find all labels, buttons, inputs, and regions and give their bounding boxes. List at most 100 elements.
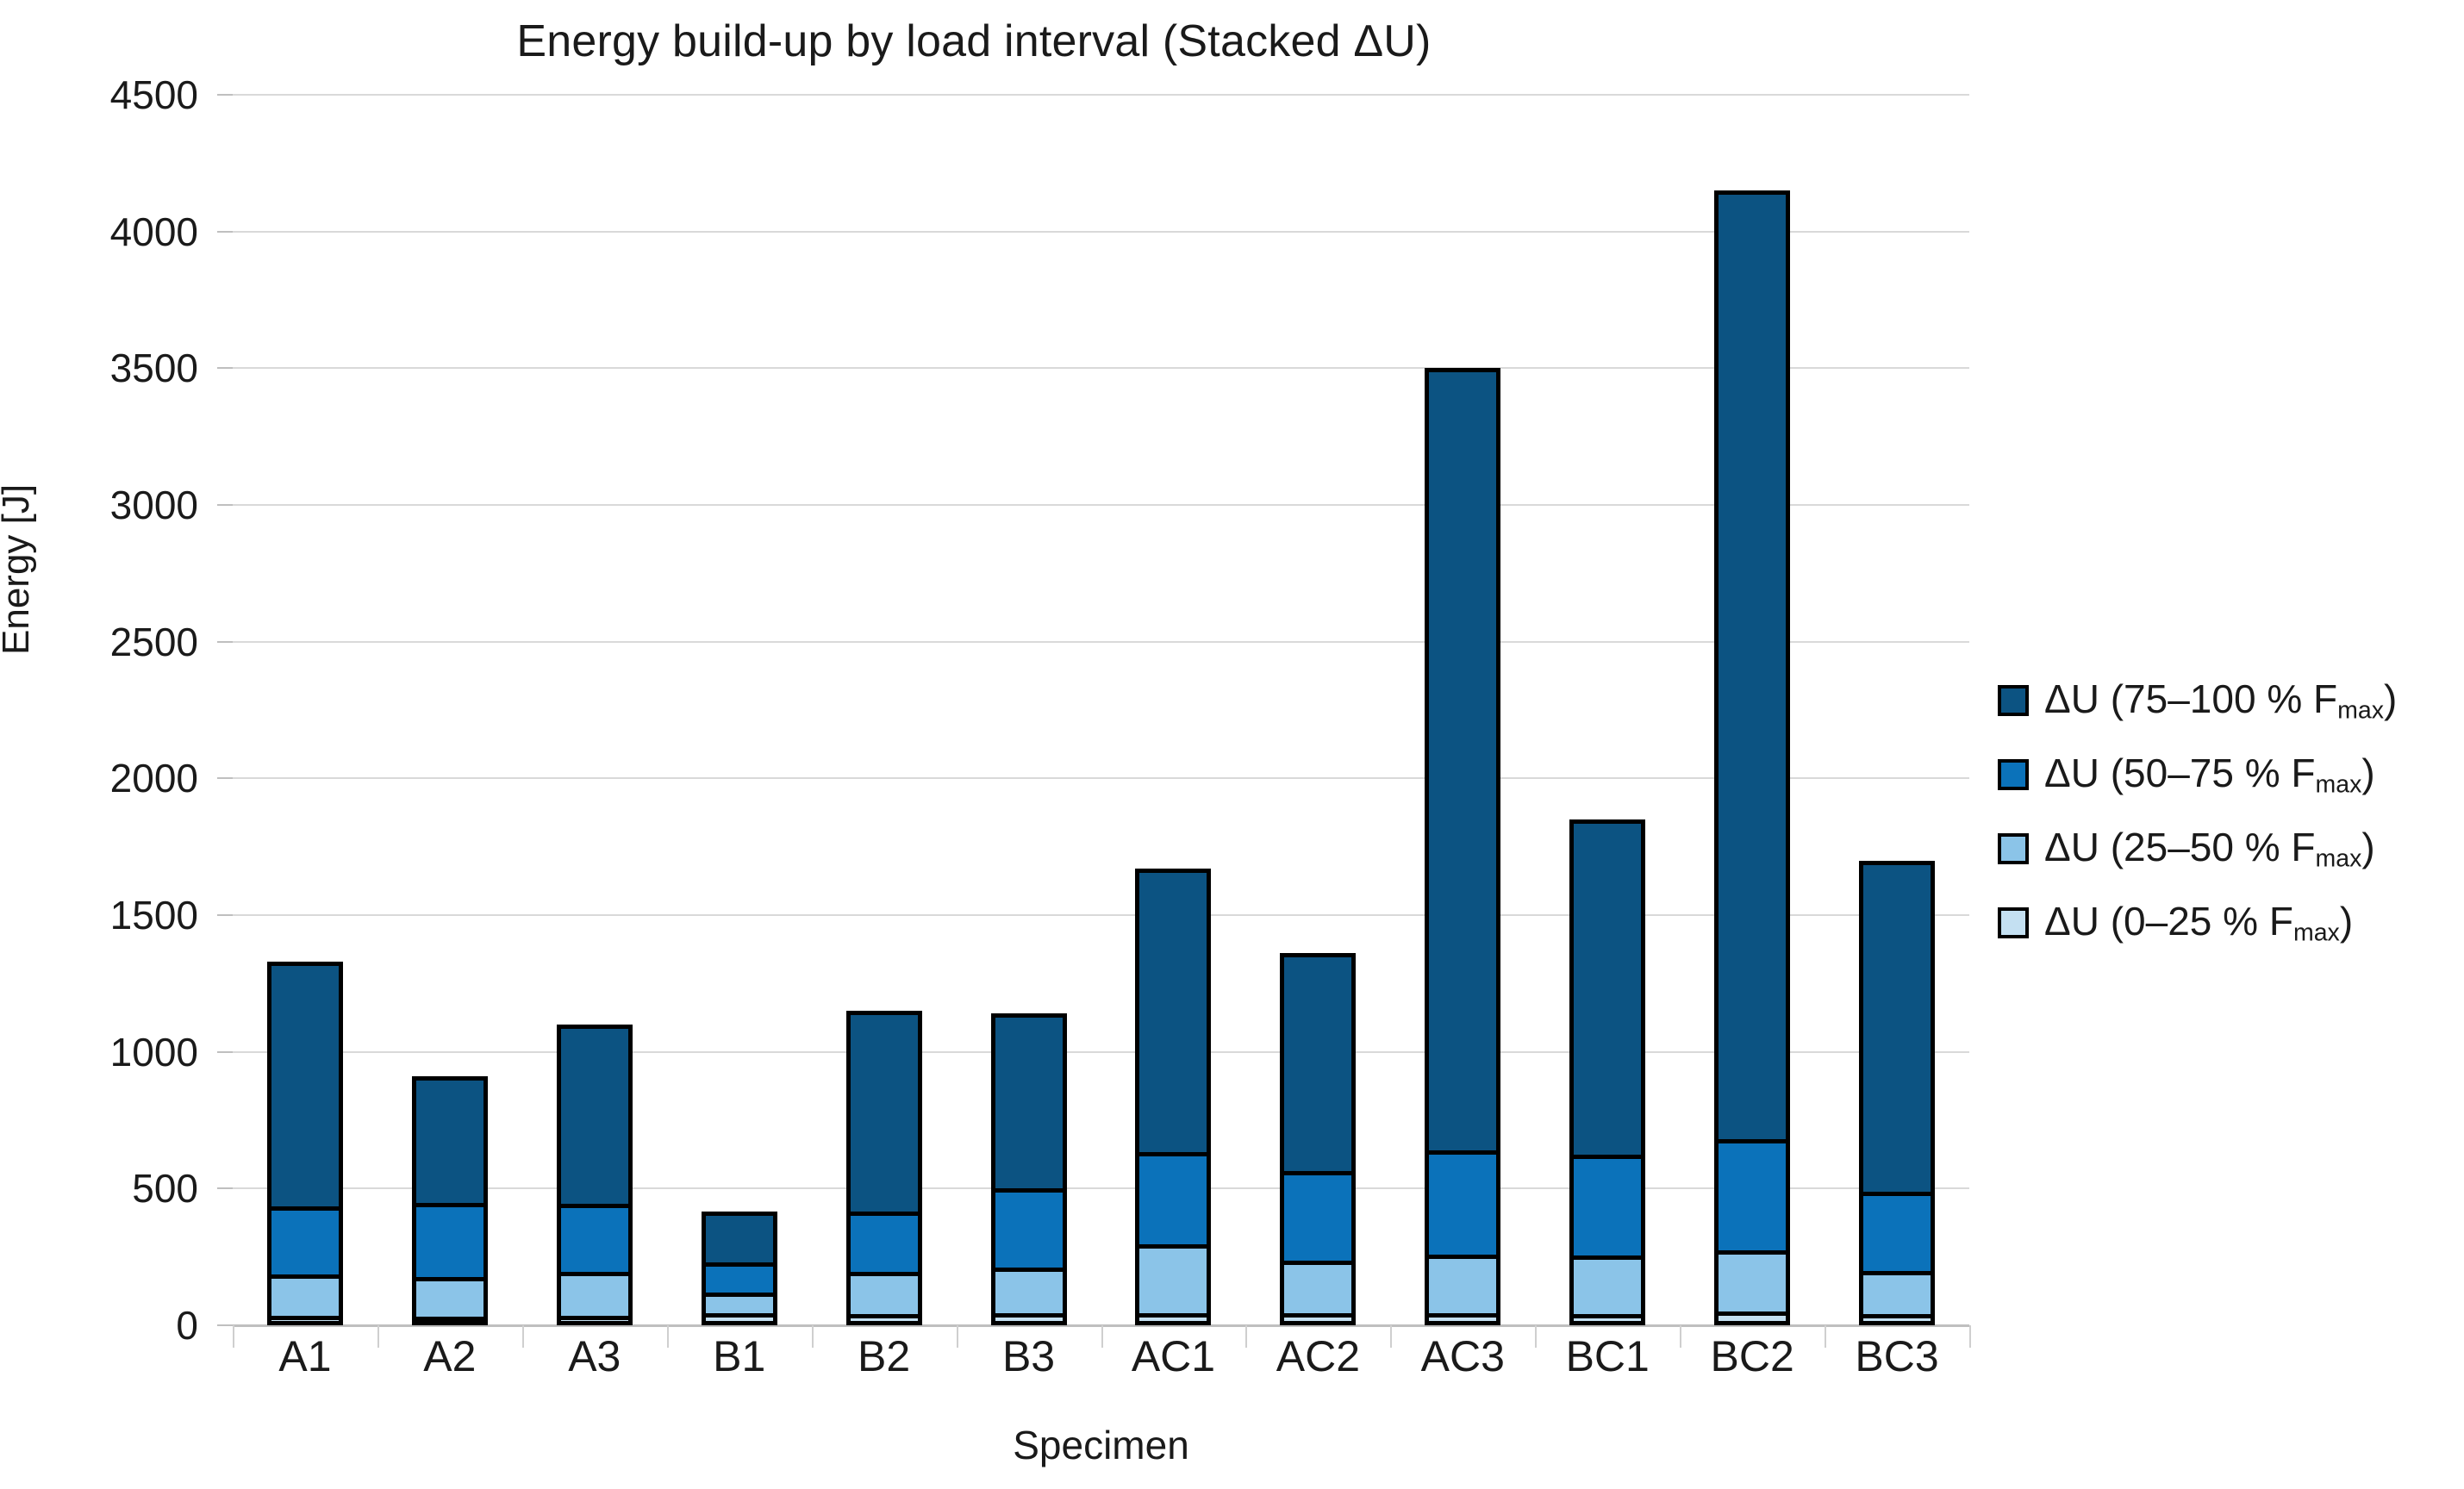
bar-segment[interactable] bbox=[1569, 819, 1646, 1155]
bar-segment[interactable] bbox=[266, 1315, 343, 1325]
bar-segment[interactable] bbox=[845, 1011, 922, 1212]
bar-segment[interactable] bbox=[1714, 190, 1791, 1140]
x-tick-label: B2 bbox=[858, 1332, 911, 1380]
bar-group[interactable] bbox=[812, 95, 957, 1325]
bar-segment[interactable] bbox=[266, 961, 343, 1206]
bar-segment[interactable] bbox=[556, 1272, 633, 1316]
bar-segment[interactable] bbox=[266, 1206, 343, 1275]
bar-group[interactable] bbox=[1680, 95, 1825, 1325]
y-tick-label: 500 bbox=[132, 1166, 198, 1212]
bar-stack[interactable] bbox=[556, 1024, 633, 1325]
bar-segment[interactable] bbox=[266, 1274, 343, 1316]
y-tick-label: 4500 bbox=[109, 72, 198, 117]
bar-segment[interactable] bbox=[1714, 1139, 1791, 1250]
legend-swatch-icon bbox=[1998, 685, 2029, 716]
y-tick-mark bbox=[217, 94, 233, 96]
legend-swatch-icon bbox=[1998, 907, 2029, 938]
bar-segment[interactable] bbox=[990, 1268, 1067, 1313]
y-tick-label: 1000 bbox=[109, 1029, 198, 1075]
bar-segment[interactable] bbox=[990, 1188, 1067, 1268]
bar-segment[interactable] bbox=[556, 1024, 633, 1204]
bar-segment[interactable] bbox=[1569, 1255, 1646, 1315]
y-tick-mark bbox=[217, 914, 233, 916]
x-tick-label: A1 bbox=[278, 1332, 332, 1380]
bar-segment[interactable] bbox=[1280, 1261, 1357, 1313]
bar-group[interactable] bbox=[1535, 95, 1680, 1325]
legend-swatch-icon bbox=[1998, 759, 2029, 790]
bar-segment[interactable] bbox=[411, 1277, 488, 1317]
bar-segment[interactable] bbox=[1425, 368, 1501, 1150]
bar-segment[interactable] bbox=[845, 1314, 922, 1325]
gridline bbox=[233, 504, 1969, 506]
bar-segment[interactable] bbox=[1280, 1170, 1357, 1262]
bar-group[interactable] bbox=[667, 95, 812, 1325]
bar-stack[interactable] bbox=[701, 1212, 777, 1325]
x-tick-label: AC3 bbox=[1420, 1332, 1505, 1380]
bar-series-container bbox=[233, 95, 1971, 1348]
bar-stack[interactable] bbox=[1425, 368, 1501, 1325]
bar-segment[interactable] bbox=[701, 1292, 777, 1313]
bar-segment[interactable] bbox=[1714, 1311, 1791, 1325]
bar-segment[interactable] bbox=[845, 1272, 922, 1315]
x-tick-mark bbox=[956, 1325, 958, 1348]
bar-segment[interactable] bbox=[1425, 1312, 1501, 1325]
bar-stack[interactable] bbox=[411, 1075, 488, 1325]
legend-swatch-icon bbox=[1998, 833, 2029, 864]
bar-segment[interactable] bbox=[1425, 1254, 1501, 1313]
bar-segment[interactable] bbox=[1859, 1191, 1936, 1271]
bar-segment[interactable] bbox=[1569, 1314, 1646, 1325]
x-tick-mark bbox=[521, 1325, 524, 1348]
x-tick-mark bbox=[1101, 1325, 1103, 1348]
bar-stack[interactable] bbox=[845, 1011, 922, 1325]
legend-item[interactable]: ΔU (25–50 % Fmax) bbox=[1998, 812, 2446, 886]
bar-segment[interactable] bbox=[1135, 1244, 1212, 1313]
bar-segment[interactable] bbox=[1135, 1312, 1212, 1325]
bar-segment[interactable] bbox=[1859, 860, 1936, 1192]
bar-group[interactable] bbox=[522, 95, 667, 1325]
bar-stack[interactable] bbox=[1135, 869, 1212, 1325]
bar-segment[interactable] bbox=[411, 1203, 488, 1277]
bar-group[interactable] bbox=[377, 95, 522, 1325]
bar-group[interactable] bbox=[1390, 95, 1535, 1325]
bar-stack[interactable] bbox=[1569, 819, 1646, 1325]
gridline bbox=[233, 777, 1969, 780]
bar-stack[interactable] bbox=[1280, 953, 1357, 1325]
x-tick-mark bbox=[811, 1325, 814, 1348]
bar-segment[interactable] bbox=[701, 1262, 777, 1293]
bar-segment[interactable] bbox=[411, 1317, 488, 1325]
bar-segment[interactable] bbox=[701, 1312, 777, 1325]
y-tick-mark bbox=[217, 777, 233, 780]
bar-stack[interactable] bbox=[990, 1013, 1067, 1325]
bar-segment[interactable] bbox=[845, 1212, 922, 1273]
bar-segment[interactable] bbox=[1280, 953, 1357, 1171]
bar-segment[interactable] bbox=[556, 1315, 633, 1325]
bar-segment[interactable] bbox=[411, 1075, 488, 1204]
bar-segment[interactable] bbox=[1425, 1149, 1501, 1255]
bar-stack[interactable] bbox=[1714, 190, 1791, 1325]
legend-item[interactable]: ΔU (75–100 % Fmax) bbox=[1998, 664, 2446, 738]
x-tick-label: B3 bbox=[1001, 1332, 1056, 1380]
bar-stack[interactable] bbox=[1859, 860, 1936, 1325]
legend-item[interactable]: ΔU (0–25 % Fmax) bbox=[1998, 886, 2446, 960]
bar-group[interactable] bbox=[1245, 95, 1390, 1325]
bar-segment[interactable] bbox=[1135, 869, 1212, 1152]
bar-group[interactable] bbox=[1825, 95, 1969, 1325]
bar-group[interactable] bbox=[233, 95, 377, 1325]
x-tick-mark bbox=[666, 1325, 669, 1348]
bar-segment[interactable] bbox=[1859, 1270, 1936, 1315]
y-tick-label: 1500 bbox=[109, 893, 198, 938]
bar-segment[interactable] bbox=[990, 1013, 1067, 1189]
y-tick-mark bbox=[217, 1324, 233, 1326]
bar-segment[interactable] bbox=[556, 1203, 633, 1273]
bar-stack[interactable] bbox=[266, 961, 343, 1325]
bar-segment[interactable] bbox=[1280, 1312, 1357, 1325]
bar-segment[interactable] bbox=[990, 1312, 1067, 1325]
bar-segment[interactable] bbox=[1714, 1249, 1791, 1312]
bar-segment[interactable] bbox=[1569, 1154, 1646, 1256]
bar-segment[interactable] bbox=[1135, 1151, 1212, 1245]
bar-segment[interactable] bbox=[1859, 1314, 1936, 1325]
bar-segment[interactable] bbox=[701, 1212, 777, 1263]
bar-group[interactable] bbox=[957, 95, 1101, 1325]
bar-group[interactable] bbox=[1101, 95, 1246, 1325]
legend-item[interactable]: ΔU (50–75 % Fmax) bbox=[1998, 738, 2446, 812]
